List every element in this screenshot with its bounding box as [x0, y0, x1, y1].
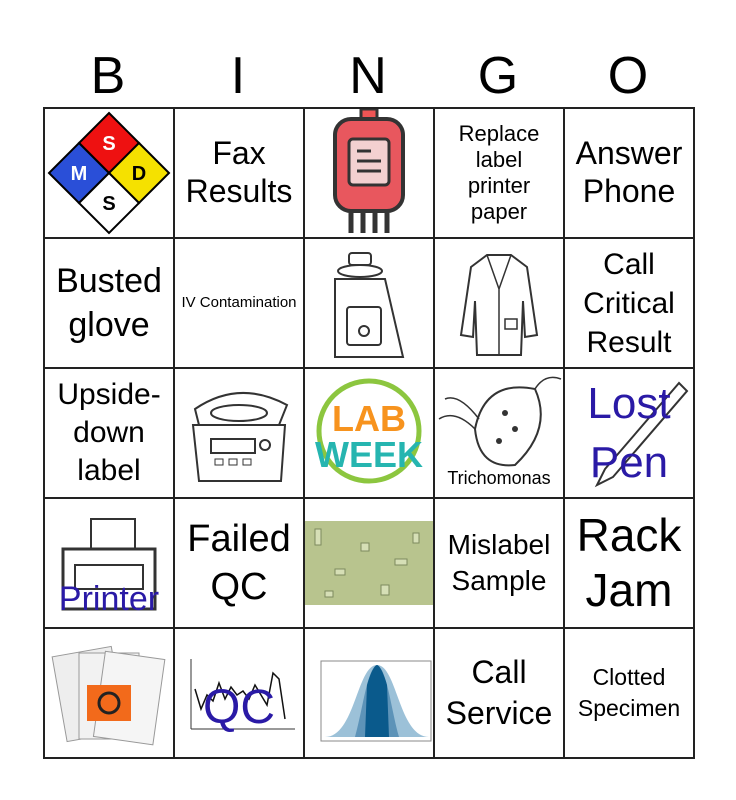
msds-s-bottom: S — [102, 193, 115, 215]
cell-text: Fax Results — [185, 135, 293, 209]
bingo-header: B I N G O — [43, 48, 693, 104]
header-letter-n: N — [349, 47, 387, 105]
cell-text: Rack Jam — [576, 508, 682, 616]
cell-replace-label-printer-paper[interactable]: Replace label printer paper — [435, 109, 565, 239]
logo-lab: LAB — [332, 398, 406, 439]
cell-text: Trichomonas — [447, 467, 551, 489]
cell-standard-deviation-graph[interactable] — [305, 629, 435, 759]
cell-lab-week[interactable]: LAB WEEK — [305, 369, 435, 499]
lab-coat-icon — [459, 254, 539, 356]
header-letter-o: O — [607, 47, 649, 105]
standard-deviation-graph-icon — [320, 660, 432, 742]
cell-lab-coat[interactable] — [435, 239, 565, 369]
cell-centrifuge[interactable] — [175, 369, 305, 499]
cell-text: Answer Phone — [575, 135, 683, 209]
cell-iv-contamination[interactable]: IV Contamination — [175, 239, 305, 369]
header-letter-i: I — [230, 47, 246, 105]
cell-msds[interactable]: S M D S — [45, 109, 175, 239]
cell-text: Replace label printer paper — [458, 121, 540, 224]
cell-printer[interactable]: Printer — [45, 499, 175, 629]
cell-text: QC — [203, 680, 275, 734]
trichomonas-icon — [438, 376, 562, 467]
cell-text: Upside-down label — [57, 377, 161, 488]
pen-icon — [594, 381, 689, 488]
cell-text: Call Critical Result — [583, 247, 675, 359]
cell-clotted-specimen[interactable]: Clotted Specimen — [565, 629, 695, 759]
cell-text: Clotted Specimen — [577, 663, 681, 721]
logo-week: WEEK — [315, 434, 423, 475]
cell-mislabel-sample[interactable]: Mislabel Sample — [435, 499, 565, 629]
cell-lost-pen[interactable]: Lost Pen — [565, 369, 695, 499]
printer-icon — [61, 518, 157, 611]
msds-diamond-icon: S M D S — [47, 111, 171, 235]
cell-text: Mislabel Sample — [447, 528, 551, 596]
cell-trichomonas[interactable]: Trichomonas — [435, 369, 565, 499]
biohazard-bags-icon — [51, 645, 166, 746]
msds-m: M — [71, 163, 88, 185]
cell-fax-results[interactable]: Fax Results — [175, 109, 305, 239]
msds-s-top: S — [102, 133, 115, 155]
cell-biohazard-bags[interactable] — [45, 629, 175, 759]
urine-crystals-image — [305, 521, 433, 605]
vortex-mixer-icon — [334, 252, 405, 358]
cell-rack-jam[interactable]: Rack Jam — [565, 499, 695, 629]
blood-bag-icon — [333, 109, 405, 233]
bingo-grid: S M D S Fax Results Replace label printe… — [43, 107, 695, 759]
centrifuge-icon — [191, 391, 289, 482]
cell-upside-down-label[interactable]: Upside-down label — [45, 369, 175, 499]
header-letter-b: B — [90, 47, 126, 105]
cell-text: IV Contamination — [181, 294, 297, 312]
cell-vortex-mixer[interactable] — [305, 239, 435, 369]
header-letter-g: G — [477, 47, 519, 105]
cell-answer-phone[interactable]: Answer Phone — [565, 109, 695, 239]
cell-failed-qc[interactable]: Failed QC — [175, 499, 305, 629]
cell-call-critical-result[interactable]: Call Critical Result — [565, 239, 695, 369]
cell-text: Printer — [58, 579, 160, 618]
cell-text: Lost Pen — [587, 378, 671, 487]
cell-blood-bag[interactable] — [305, 109, 435, 239]
cell-text: Busted glove — [56, 261, 162, 344]
lab-week-logo: LAB WEEK — [315, 378, 423, 484]
cell-call-service[interactable]: Call Service — [435, 629, 565, 759]
msds-d: D — [132, 163, 146, 185]
cell-text: Failed QC — [187, 517, 291, 608]
levey-jennings-chart-icon — [190, 659, 295, 730]
cell-text: Call Service — [445, 654, 553, 731]
cell-urine-crystals[interactable] — [305, 499, 435, 629]
cell-busted-glove[interactable]: Busted glove — [45, 239, 175, 369]
cell-qc-chart[interactable]: QC — [175, 629, 305, 759]
